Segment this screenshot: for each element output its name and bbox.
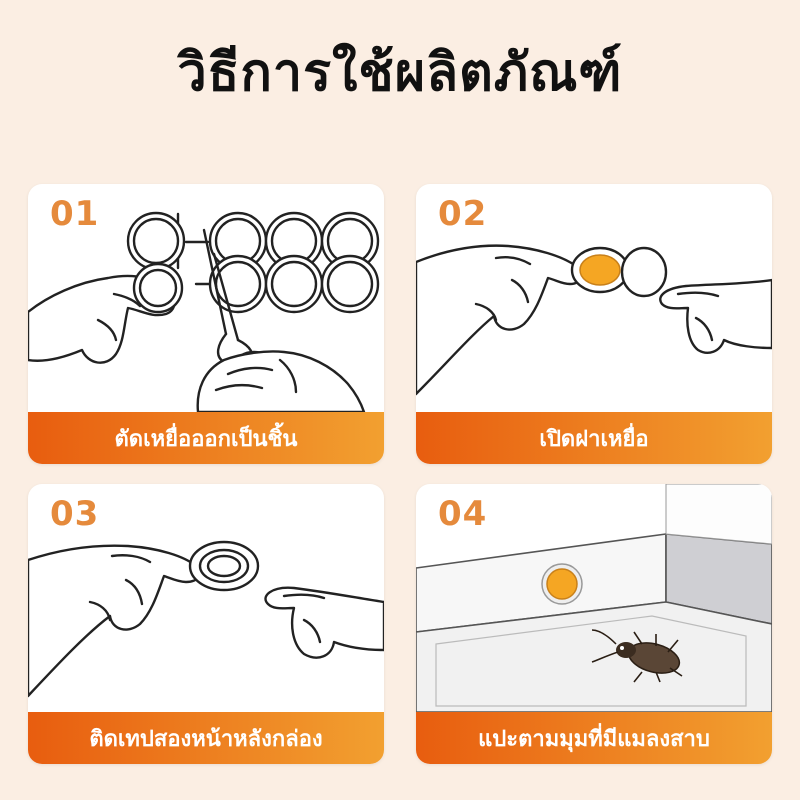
step-card-2: 02 เปิดฝาเหยื่อ	[416, 184, 772, 464]
step-card-4: 04 แปะตามมุมที่มีแมลงสาบ	[416, 484, 772, 764]
cut-bait-illustration	[28, 211, 380, 412]
open-lid-illustration	[416, 244, 772, 396]
step-number-3: 03	[50, 494, 100, 534]
step-label-2: เปิดฝาเหยื่อ	[416, 412, 772, 464]
page-title: วิธีการใช้ผลิตภัณฑ์	[177, 43, 623, 103]
corner-placement-illustration	[416, 484, 772, 712]
step-label-3: ติดเทปสองหน้าหลังกล่อง	[28, 712, 384, 764]
step-card-3: 03 ติดเทปสองหน้าหลังกล่อง	[28, 484, 384, 764]
step-number-2: 02	[438, 194, 488, 234]
step-label-4: แปะตามมุมที่มีแมลงสาบ	[416, 712, 772, 764]
step-card-1: 01 ตัดเหยื่อออกเป็นชิ้น	[28, 184, 384, 464]
step-label-1: ตัดเหยื่อออกเป็นชิ้น	[28, 412, 384, 464]
step-number-1: 01	[50, 194, 100, 234]
apply-tape-illustration	[28, 540, 384, 698]
step-number-4: 04	[438, 494, 488, 534]
cockroach-icon	[591, 629, 683, 683]
